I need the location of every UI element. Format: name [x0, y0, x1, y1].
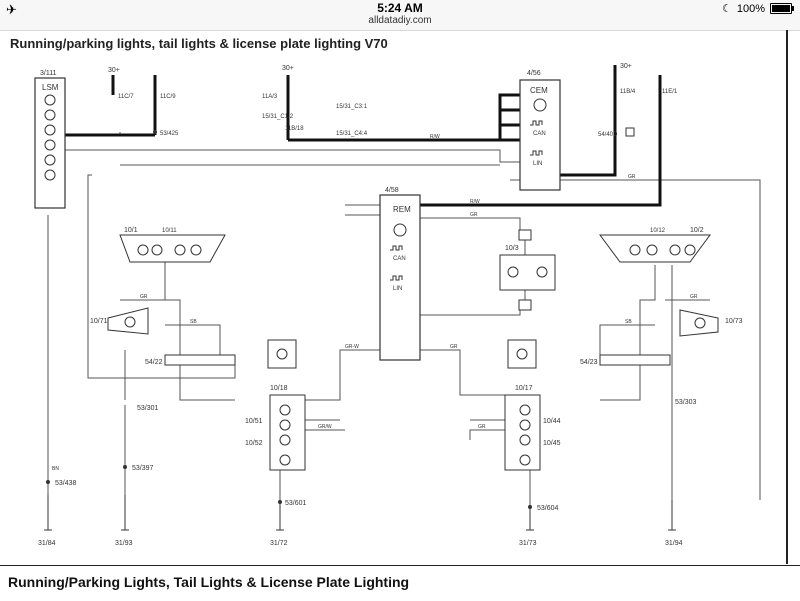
label-31-73: 31/73	[519, 540, 537, 547]
wire-label-gr-right: GR	[478, 424, 486, 430]
wire-label-gr-left: GR	[140, 294, 148, 300]
lsm-id: 3/111	[40, 70, 57, 77]
cem-module: 4/56 CEM CAN LIN	[519, 70, 561, 191]
label-53-601: 53/601	[285, 500, 307, 507]
diagram-frame	[0, 30, 788, 564]
license-lamp-10-3: 10/3	[499, 229, 556, 311]
battery-icon	[770, 3, 794, 14]
wire-color-labels: R/W R/W GR GR SB SB GR-W GR GR/W GR BN G…	[52, 134, 698, 472]
label-31-93: 31/93	[115, 540, 133, 547]
wire-label-gr-cem: GR	[628, 174, 636, 180]
label-30-plus-1: 30+	[108, 67, 120, 74]
label-10-18: 10/18	[270, 385, 288, 392]
label-53-397: 53/397	[132, 465, 154, 472]
caption-title: Running/Parking Lights, Tail Lights & Li…	[8, 574, 410, 590]
label-31-84: 31/84	[38, 540, 56, 547]
label-11c-7: 11C/7	[118, 94, 134, 100]
status-right: ☾ 100%	[721, 2, 794, 15]
label-10-51: 10/51	[245, 418, 263, 425]
label-31-94: 31/94	[665, 540, 683, 547]
right-tail-lamp-10-17: 10/17 10/44 10/45 53/604	[504, 339, 561, 512]
label-10-2: 10/2	[690, 227, 704, 234]
cem-lin: LIN	[533, 161, 542, 167]
right-rear-cluster: 10/2 10/12 10/73 54/23 53/303	[580, 227, 743, 406]
wire-label-sb-left: SB	[190, 319, 197, 325]
left-rear-cluster: 10/1 10/11 10/71 54/22 53/301 53/397	[90, 227, 236, 472]
label-10-1: 10/1	[124, 227, 138, 234]
fuse-labels: 30+ 30+ 30+ 11C/7 11C/9 11A/3 11B/18 11B…	[108, 63, 678, 138]
cem-can: CAN	[533, 131, 546, 137]
wiring-diagram: 3/111 LSM 4/56 CEM CAN LIN 4/58 REM CAN …	[34, 63, 761, 547]
wire-label-gr-w: GR-W	[345, 344, 359, 350]
label-15-31-c1-2: 15/31_C1:2	[262, 114, 294, 120]
wire-label-gr: GR	[470, 212, 478, 218]
airplane-wifi-icons: ✈ ︎	[6, 2, 21, 17]
label-54-23: 54/23	[580, 359, 598, 366]
rem-lin: LIN	[393, 286, 402, 292]
diagram-title: Running/parking lights, tail lights & li…	[10, 36, 388, 51]
rem-id: 4/58	[385, 187, 399, 194]
label-53-604: 53/604	[537, 505, 559, 512]
ground-points: 53/438 31/84 31/93 31/72 31/73 31/94	[38, 480, 683, 547]
rem-can: CAN	[393, 256, 406, 262]
label-54-22: 54/22	[145, 359, 163, 366]
label-11b-4: 11B/4	[620, 89, 636, 95]
label-10-11: 10/11	[162, 228, 177, 234]
wire-label-gr-right2: GR	[690, 294, 698, 300]
rem-module: 4/58 REM CAN LIN	[379, 187, 421, 361]
left-tail-lamp-10-18: 10/18 10/51 10/52 53/601	[245, 339, 307, 507]
lsm-module: 3/111 LSM	[34, 70, 66, 209]
wire-label-gr-rem: GR	[450, 344, 458, 350]
lsm-name: LSM	[42, 83, 59, 92]
page-url[interactable]: alldatadiy.com	[368, 15, 432, 26]
label-53-438: 53/438	[55, 480, 77, 487]
cem-id: 4/56	[527, 70, 541, 77]
label-11e-1: 11E/1	[662, 89, 678, 95]
status-time: 5:24 AM	[377, 1, 423, 15]
label-10-73: 10/73	[725, 318, 743, 325]
caption-bar: Running/Parking Lights, Tail Lights & Li…	[0, 565, 800, 601]
label-30-plus-3: 30+	[620, 63, 632, 70]
label-30-plus-2: 30+	[282, 65, 294, 72]
label-31-72: 31/72	[270, 540, 288, 547]
label-10-17: 10/17	[515, 385, 533, 392]
rem-name: REM	[393, 205, 411, 214]
label-10-45: 10/45	[543, 440, 561, 447]
moon-icon: ☾	[721, 3, 732, 15]
label-15-31-c3-1: 15/31_C3:1	[336, 104, 368, 110]
label-10-52: 10/52	[245, 440, 263, 447]
wire-label-bn: BN	[52, 466, 59, 472]
label-10-71: 10/71	[90, 318, 108, 325]
battery-percent: 100%	[736, 2, 765, 15]
label-15-31-c4-4: 15/31_C4:4	[336, 131, 368, 137]
cem-name: CEM	[530, 86, 548, 95]
wire-label-grw: GR/W	[318, 424, 332, 430]
ios-status-bar: ✈ ︎ 5:24 AM alldatadiy.com ☾ 100%	[0, 0, 800, 31]
label-54-40d: 54/40D	[598, 132, 618, 138]
label-11b-18: 11B/18	[285, 126, 304, 132]
label-11a-3: 11A/3	[262, 94, 278, 100]
label-10-44: 10/44	[543, 418, 561, 425]
wire-label-rw: R/W	[430, 134, 440, 140]
label-53-303: 53/303	[675, 399, 697, 406]
wire-label-sb-right: SB	[625, 319, 632, 325]
label-53-425: 53/425	[160, 131, 179, 137]
label-11c-9: 11C/9	[160, 94, 176, 100]
label-10-12: 10/12	[650, 228, 666, 234]
label-10-3: 10/3	[505, 245, 519, 252]
label-53-301: 53/301	[137, 405, 159, 412]
wire-label-rw-rem: R/W	[470, 199, 480, 205]
